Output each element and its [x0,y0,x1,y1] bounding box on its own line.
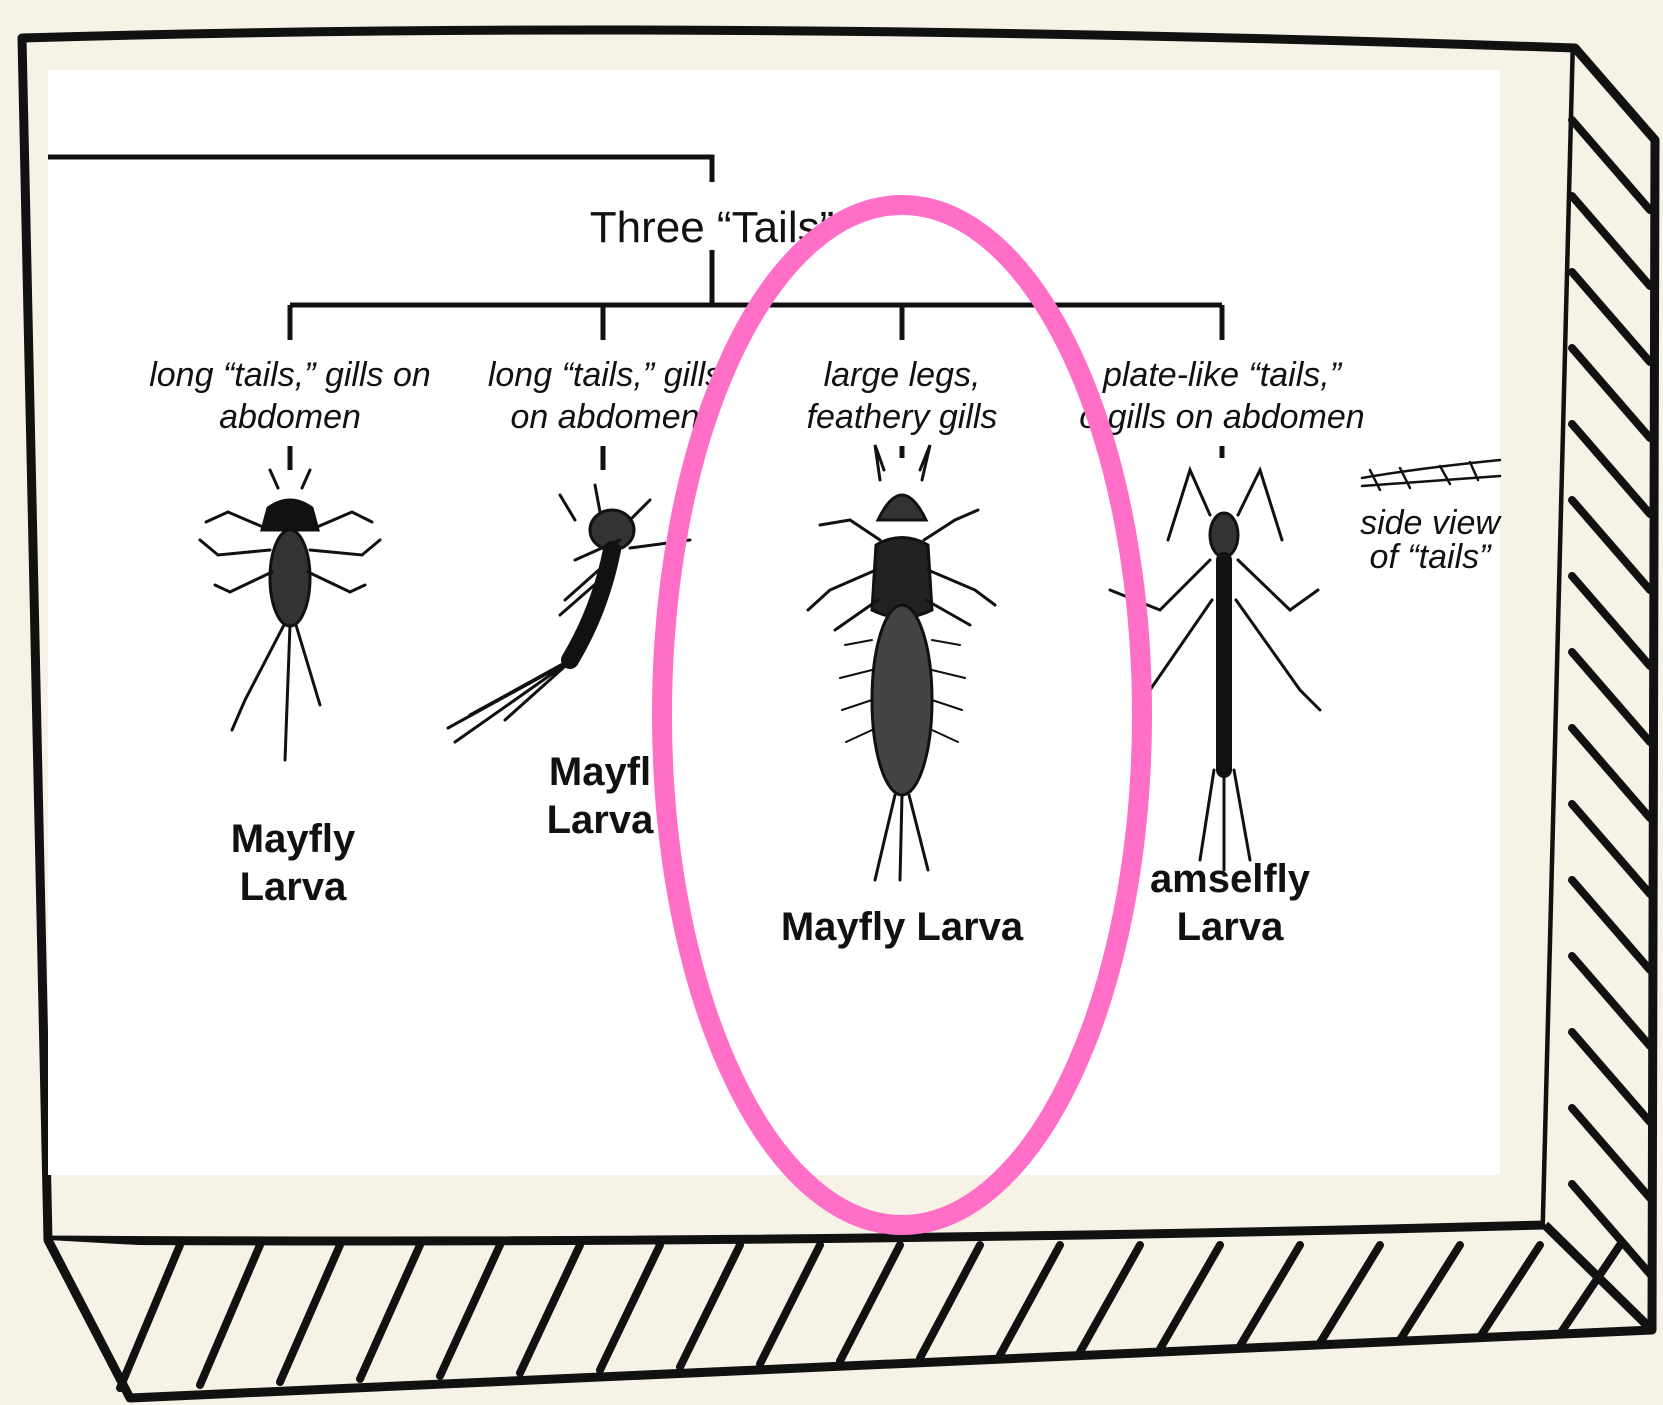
larva-name-2-line1: Mayfl [549,750,651,794]
side-note-line1: side view [1360,504,1502,542]
condition-2-line1: long “tails,” gills [488,356,722,394]
larva-name-1-line1: Mayfly [231,817,356,861]
condition-2-line2: on abdomen [510,398,699,436]
side-note-line2: of “tails” [1370,538,1493,576]
larva-name-4-line1: amselfly [1150,857,1311,901]
condition-1-line1: long “tails,” gills on [149,356,431,394]
condition-4-line2: o gills on abdomen [1079,398,1364,436]
larva-name-2-line2: Larva [547,798,654,842]
condition-3-line1: large legs, [824,356,981,394]
condition-4-line1: plate-like “tails,” [1102,356,1343,394]
condition-3-line2: feathery gills [807,398,998,436]
larva-name-3: Mayfly Larva [781,905,1024,949]
condition-1-line2: abdomen [219,398,361,436]
larva-name-1-line2: Larva [240,865,347,909]
larva-name-4-line2: Larva [1177,905,1284,949]
